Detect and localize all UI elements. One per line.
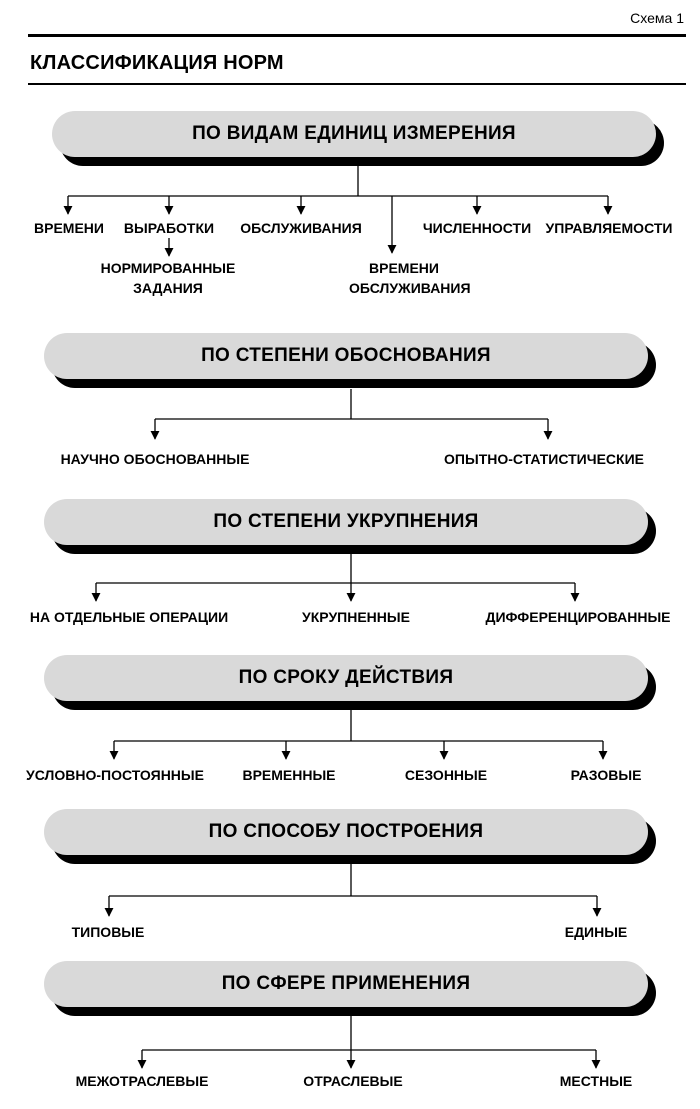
item-opytno-statisticheskie: ОПЫТНО-СТАТИСТИЧЕСКИЕ [444, 451, 644, 467]
category-title: ПО СПОСОБУ ПОСТРОЕНИЯ [208, 821, 484, 842]
item-ukrupnennye: УКРУПНЕННЫЕ [302, 609, 410, 625]
item-otraslevye: ОТРАСЛЕВЫЕ [303, 1073, 403, 1089]
category-title: ПО СРОКУ ДЕЙСТВИЯ [238, 667, 454, 688]
item-vremeni-obsluzhivaniya: ВРЕМЕНИ ОБСЛУЖИВАНИЯ [349, 260, 471, 296]
item-vyrabotki: ВЫРАБОТКИ [123, 220, 215, 236]
category-title: ПО ВИДАМ ЕДИНИЦ ИЗМЕРЕНИЯ [192, 123, 516, 144]
scheme-number: Схема 1 [630, 10, 684, 26]
item-mestnye: МЕСТНЫЕ [559, 1073, 633, 1089]
category-title: ПО СФЕРЕ ПРИМЕНЕНИЯ [221, 973, 471, 994]
item-sezonnye: СЕЗОННЫЕ [404, 767, 488, 783]
category-title: ПО СТЕПЕНИ УКРУПНЕНИЯ [213, 511, 479, 532]
item-differentsirovannye: ДИФФЕРЕНЦИРОВАННЫЕ [485, 609, 671, 625]
category-band-validity: ПО СРОКУ ДЕЙСТВИЯ [44, 655, 648, 701]
item-obsluzhivaniya: ОБСЛУЖИВАНИЯ [240, 220, 362, 236]
item-vremeni: ВРЕМЕНИ [34, 220, 104, 236]
item-normirovannye-zadaniya: НОРМИРОВАННЫЕ ЗАДАНИЯ [100, 260, 236, 296]
category-band-justification: ПО СТЕПЕНИ ОБОСНОВАНИЯ [44, 333, 648, 379]
category-title: ПО СТЕПЕНИ ОБОСНОВАНИЯ [201, 345, 491, 366]
item-chislennosti: ЧИСЛЕННОСТИ [422, 220, 532, 236]
item-upravlyaemosti: УПРАВЛЯЕМОСТИ [545, 220, 673, 236]
category-band-scope: ПО СФЕРЕ ПРИМЕНЕНИЯ [44, 961, 648, 1007]
top-rule [28, 34, 686, 37]
item-uslovno-postoyannye: УСЛОВНО-ПОСТОЯННЫЕ [26, 767, 204, 783]
item-vremennye: ВРЕМЕННЫЕ [242, 767, 336, 783]
page-title: КЛАССИФИКАЦИЯ НОРМ [30, 52, 284, 74]
item-razovye: РАЗОВЫЕ [570, 767, 642, 783]
title-underline [28, 83, 686, 85]
item-na-otdelnye-operatsii: НА ОТДЕЛЬНЫЕ ОПЕРАЦИИ [29, 609, 229, 625]
item-nauchno-obosnovannye: НАУЧНО ОБОСНОВАННЫЕ [60, 451, 250, 467]
category-band-enlargement: ПО СТЕПЕНИ УКРУПНЕНИЯ [44, 499, 648, 545]
category-band-construction: ПО СПОСОБУ ПОСТРОЕНИЯ [44, 809, 648, 855]
item-mezhotraslevye: МЕЖОТРАСЛЕВЫЕ [75, 1073, 209, 1089]
item-edinye: ЕДИНЫЕ [564, 924, 628, 940]
item-tipovye: ТИПОВЫЕ [71, 924, 145, 940]
category-band-units: ПО ВИДАМ ЕДИНИЦ ИЗМЕРЕНИЯ [52, 111, 656, 157]
